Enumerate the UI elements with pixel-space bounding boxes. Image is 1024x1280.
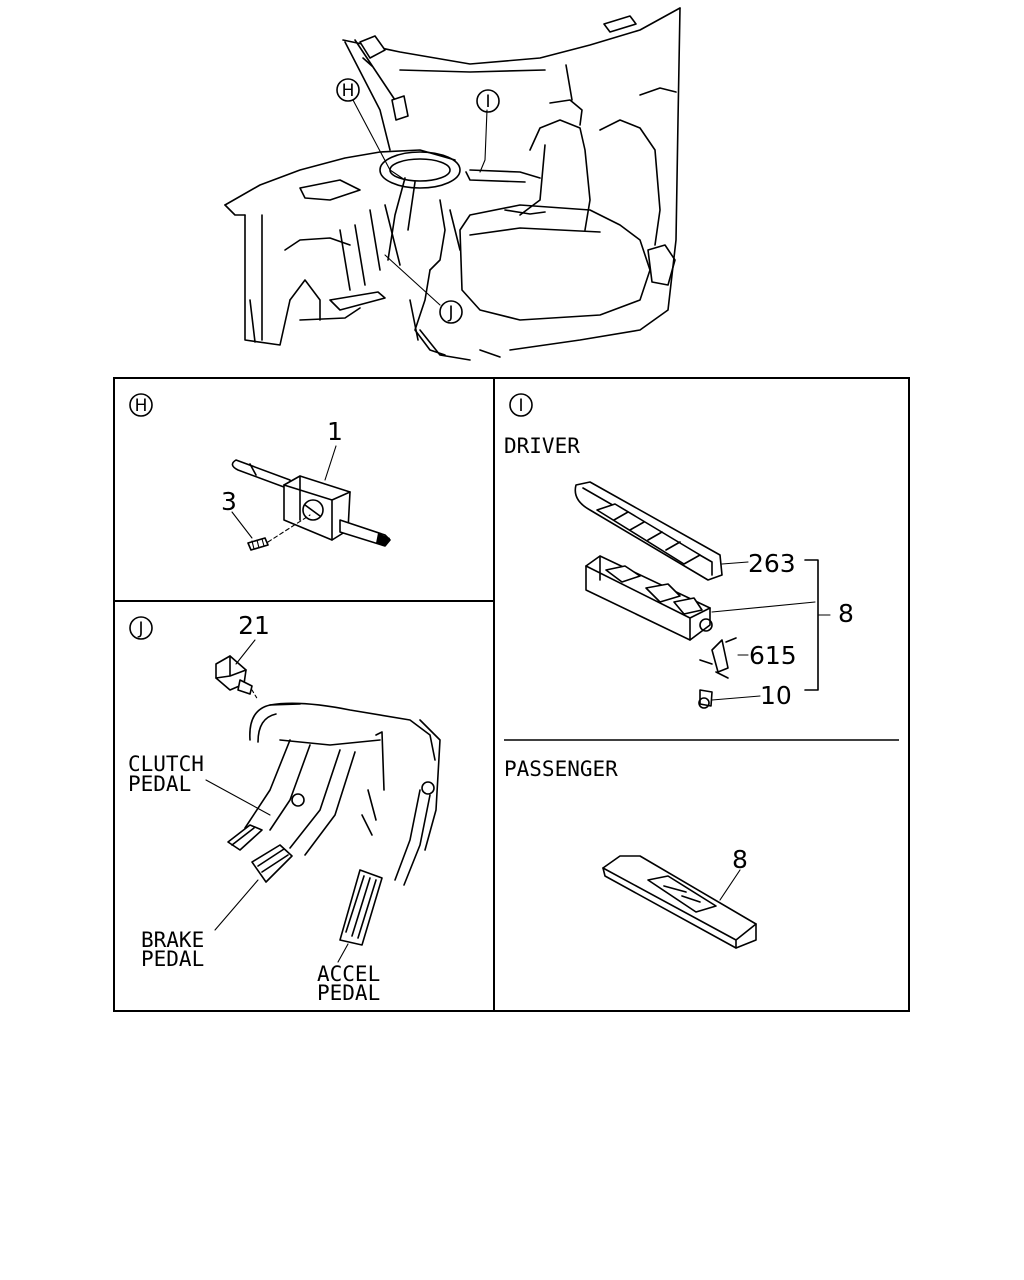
svg-text:PEDAL: PEDAL [317, 981, 380, 1005]
svg-text:H: H [135, 396, 148, 416]
svg-text:I: I [518, 396, 523, 416]
panel-h: H 1 3 [129, 393, 391, 551]
svg-text:CLUTCH: CLUTCH [128, 752, 204, 776]
combination-switch-illustration [231, 445, 391, 551]
svg-text:PEDAL: PEDAL [141, 947, 204, 971]
panel-j: J [128, 611, 441, 1005]
svg-text:J: J [137, 619, 143, 639]
passenger-label: PASSENGER [504, 757, 618, 781]
callout-i: I [476, 89, 500, 113]
part-number-615: 615 [749, 641, 797, 670]
svg-text:H: H [342, 81, 355, 101]
brake-pedal-label: BRAKE PEDAL [141, 928, 204, 971]
part-number-21: 21 [238, 611, 270, 640]
callout-h: H [336, 78, 360, 102]
driver-window-switch-illustration [574, 481, 831, 709]
pedal-assembly-illustration [205, 639, 441, 963]
callout-j: J [439, 300, 463, 324]
part-number-8-passenger: 8 [732, 845, 748, 874]
panel-j-id: J [129, 616, 153, 640]
vehicle-interior-illustration [224, 7, 681, 361]
driver-label: DRIVER [504, 434, 580, 458]
panel-i: I DRIVER [504, 393, 854, 949]
clutch-pedal-label: CLUTCH PEDAL [128, 752, 204, 796]
panel-i-id: I [509, 393, 533, 417]
detail-panels-frame [113, 377, 910, 1012]
part-number-8: 8 [838, 599, 854, 628]
svg-text:ACCEL: ACCEL [317, 962, 380, 986]
part-number-1: 1 [327, 417, 343, 446]
part-number-3: 3 [221, 487, 237, 516]
svg-text:BRAKE: BRAKE [141, 928, 204, 952]
svg-text:I: I [485, 92, 490, 112]
svg-text:J: J [447, 303, 453, 323]
svg-text:PEDAL: PEDAL [128, 772, 191, 796]
accel-pedal-label: ACCEL PEDAL [317, 962, 380, 1005]
part-number-10: 10 [760, 681, 792, 710]
panel-h-id: H [129, 393, 153, 417]
passenger-window-switch-illustration [602, 855, 757, 949]
part-number-263: 263 [748, 549, 796, 578]
